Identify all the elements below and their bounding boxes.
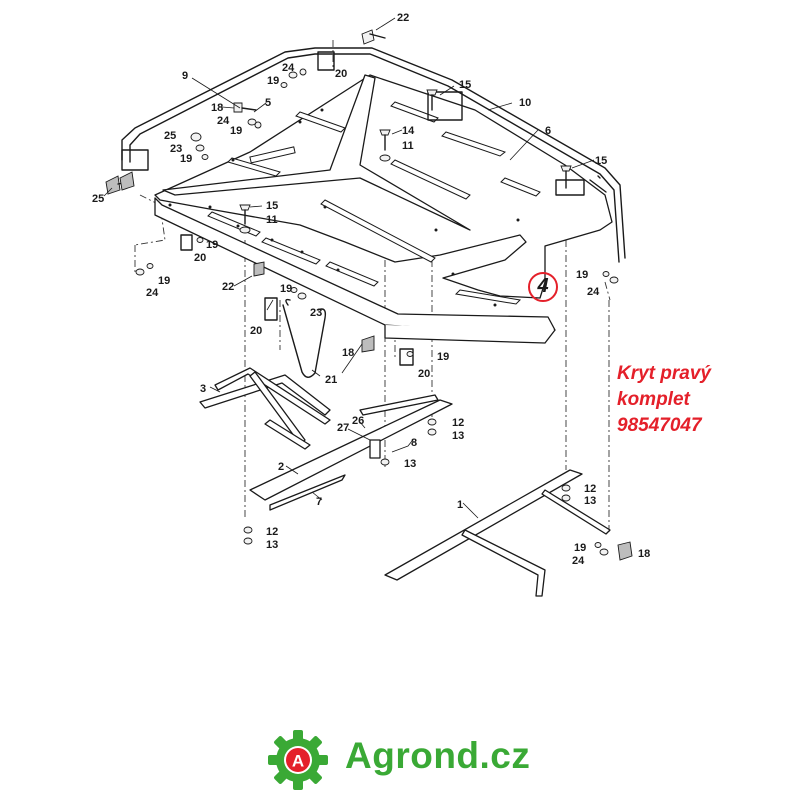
lower-frame	[384, 469, 611, 597]
callout-19: 19	[574, 542, 586, 554]
callout-24: 24	[282, 62, 295, 74]
callout-18: 18	[342, 347, 354, 359]
callout-12: 12	[266, 526, 278, 538]
callout-25: 25	[92, 193, 104, 205]
callout-10: 10	[519, 97, 531, 109]
callout-25: 25	[164, 130, 176, 142]
part-note-title: Kryt pravý	[617, 363, 711, 384]
callout-6: 6	[545, 125, 551, 137]
brace-frame	[199, 367, 331, 450]
spring-hook	[282, 298, 327, 378]
callout-24: 24	[572, 555, 585, 567]
callout-2: 2	[278, 461, 284, 473]
callout-15: 15	[459, 79, 471, 91]
callout-22: 22	[222, 281, 234, 293]
callout-15: 15	[595, 155, 607, 167]
cover-plate	[154, 74, 613, 344]
highlighted-part-badge: 4	[528, 272, 558, 302]
callout-13: 13	[266, 539, 278, 551]
mounting-brackets	[121, 51, 585, 366]
callout-19: 19	[437, 351, 449, 363]
callout-11: 11	[402, 140, 414, 152]
callout-9: 9	[182, 70, 188, 82]
callout-14: 14	[402, 125, 415, 137]
brand-name[interactable]: Agrond.cz	[345, 735, 531, 776]
callout-11: 11	[266, 214, 278, 226]
callout-labels: 22 20 24 19 9 15 10 18 5 24 19 25 23 19 …	[92, 12, 650, 567]
washers-nuts	[135, 68, 619, 556]
callout-24: 24	[217, 115, 230, 127]
angled-support-bar	[249, 394, 453, 511]
callout-7: 7	[316, 496, 322, 508]
part-note-subtitle: komplet	[617, 389, 690, 410]
logo-letter: A	[292, 752, 304, 771]
callout-24: 24	[587, 286, 600, 298]
callout-19: 19	[206, 239, 218, 251]
callout-24: 24	[146, 287, 159, 299]
quick-release-knobs	[105, 171, 633, 561]
callout-22: 22	[397, 12, 409, 24]
callout-18: 18	[638, 548, 650, 560]
callout-5: 5	[265, 97, 271, 109]
callout-3: 3	[200, 383, 206, 395]
callout-19: 19	[230, 125, 242, 137]
callout-20: 20	[194, 252, 206, 264]
leader-lines	[103, 17, 595, 519]
callout-26: 26	[352, 415, 364, 427]
callout-18: 18	[211, 102, 223, 114]
callout-19: 19	[576, 269, 588, 281]
callout-20: 20	[418, 368, 430, 380]
callout-19: 19	[267, 75, 279, 87]
part-number: 98547047	[617, 415, 702, 436]
callout-21: 21	[325, 374, 337, 386]
callout-13: 13	[404, 458, 416, 470]
callout-13: 13	[584, 495, 596, 507]
callout-12: 12	[452, 417, 464, 429]
callout-15: 15	[266, 200, 278, 212]
callout-19: 19	[280, 283, 292, 295]
callout-23: 23	[170, 143, 182, 155]
agrond-gear-logo-icon: A	[268, 730, 328, 790]
callout-12: 12	[584, 483, 596, 495]
hardware	[105, 29, 633, 561]
callout-23: 23	[310, 307, 322, 319]
callout-27: 27	[337, 422, 349, 434]
callout-1: 1	[457, 499, 463, 511]
callout-20: 20	[335, 68, 347, 80]
tubular-railing	[121, 47, 626, 263]
callout-19: 19	[180, 153, 192, 165]
callout-20: 20	[250, 325, 262, 337]
callout-13: 13	[452, 430, 464, 442]
callout-19: 19	[158, 275, 170, 287]
callout-8: 8	[411, 437, 417, 449]
